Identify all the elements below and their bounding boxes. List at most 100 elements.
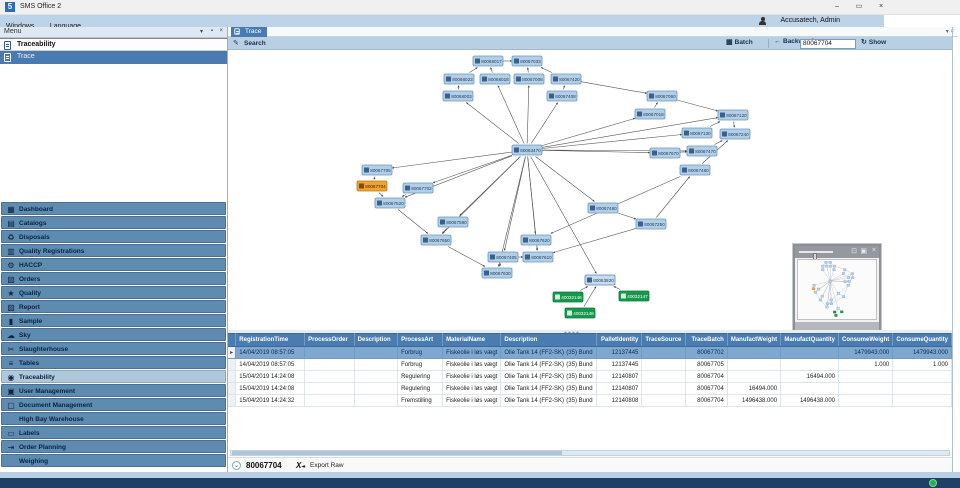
sidebar-item-traceability[interactable]: ◉Traceability [1, 370, 226, 383]
graph-node-80067008[interactable]: 80067008 [513, 73, 545, 85]
sidebar-item-high-bay-warehouse[interactable]: High Bay Warehouse [1, 412, 226, 425]
export-raw-button[interactable]: Export Raw [310, 462, 344, 469]
batch-button[interactable]: ▦Batch [726, 39, 753, 46]
graph-node-80067420[interactable]: 80067420 [550, 73, 582, 85]
graph-node-80067590[interactable]: 80067590 [437, 216, 469, 228]
scrollbar-thumb[interactable] [232, 451, 562, 455]
minimize-button[interactable]: – [835, 3, 839, 10]
row-selector[interactable] [228, 382, 237, 395]
backward-button[interactable]: ←Backward: [774, 38, 816, 49]
column-header-manufact_weight[interactable]: ManufactWeight [727, 333, 782, 347]
maximize-button[interactable]: ▭ [855, 3, 863, 10]
graph-node-80067033[interactable]: 80067033 [511, 55, 543, 67]
graph-node-80067250[interactable]: 80067250 [635, 218, 667, 230]
sidebar-item-report[interactable]: ▨Report [1, 300, 226, 313]
column-header-pallet_identity[interactable]: PalletIdentity [596, 333, 643, 347]
sidebar-item-sample[interactable]: ▮Sample [1, 314, 226, 327]
tree-item-trace[interactable]: Trace [0, 51, 227, 64]
column-header-manufact_quantity[interactable]: ManufactQuantity [780, 333, 840, 347]
column-header-process_art[interactable]: ProcessArt [397, 333, 444, 347]
panel-pin-icon[interactable]: ▪ [210, 28, 213, 34]
graph-node-40032147[interactable]: 40032147 [618, 290, 650, 302]
column-header-trace_batch[interactable]: TraceBatch [685, 333, 728, 347]
menu-windows[interactable]: Windows [0, 21, 39, 30]
graph-node-80067610[interactable]: 80067610 [522, 251, 554, 263]
graph-node-80067470[interactable]: 80067470 [686, 145, 718, 157]
column-header-description[interactable]: Description [354, 333, 399, 347]
row-selector[interactable]: ▸ [228, 346, 237, 359]
sidebar-item-sky[interactable]: ☁Sky [1, 328, 226, 341]
column-header-registration_time[interactable]: RegistrationTime [235, 333, 306, 347]
tab-trace[interactable]: Trace [231, 27, 268, 37]
graph-node-80067460[interactable]: 80067460 [587, 202, 619, 214]
graph-node-80067705[interactable]: 80067705 [361, 164, 393, 176]
minimap-zoom-slider[interactable] [799, 251, 833, 261]
graph-node-80067480[interactable]: 80067480 [679, 164, 711, 176]
panel-close-icon[interactable]: × [219, 28, 223, 34]
taskbar-app-icon[interactable] [929, 479, 937, 487]
show-button[interactable]: ↻Show [861, 39, 887, 46]
graph-node-80067060[interactable]: 80067060 [646, 90, 678, 102]
graph-node-80063820[interactable]: 80063820 [584, 274, 616, 286]
graph-node-80068018[interactable]: 80068018 [479, 73, 511, 85]
graph-node-80063470[interactable]: 80063470 [511, 144, 543, 156]
sidebar-item-disposals[interactable]: ♻Disposals [1, 230, 226, 243]
row-selector[interactable] [228, 394, 237, 407]
sidebar-item-dashboard[interactable]: ▦Dashboard [1, 202, 226, 215]
row-selector[interactable] [228, 358, 237, 371]
graph-node-80067620[interactable]: 80067620 [520, 234, 552, 246]
graph-node-80067130[interactable]: 80067130 [681, 127, 713, 139]
graph-node-80067405[interactable]: 80067405 [487, 251, 519, 263]
export-excel-icon[interactable]: X➜ [296, 460, 306, 470]
graph-node-80068003[interactable]: 80068003 [442, 90, 474, 102]
graph-node-80068023[interactable]: 80068023 [443, 73, 475, 85]
batch-number-input[interactable] [800, 38, 856, 49]
graph-node-80068017[interactable]: 80068017 [472, 55, 504, 67]
sidebar-item-weighing[interactable]: Weighing [1, 454, 226, 467]
graph-node-80067520[interactable]: 80067520 [374, 197, 406, 209]
column-header-consume_quantity[interactable]: ConsumeQuantity [892, 333, 952, 347]
close-button[interactable]: × [878, 3, 884, 10]
sidebar-item-catalogs[interactable]: ▤Catalogs [1, 216, 226, 229]
graph-node-80067630[interactable]: 80067630 [481, 267, 513, 279]
sidebar-item-slaughterhouse[interactable]: ✂Slaughterhouse [1, 342, 226, 355]
column-header-description2[interactable]: Description [500, 333, 597, 347]
graph-node-40032148[interactable]: 40032148 [564, 307, 596, 319]
sidebar-item-tables[interactable]: ≡Tables [1, 356, 226, 369]
graph-node-80067702[interactable]: 80067702 [402, 182, 434, 194]
tree-item-traceability[interactable]: Traceability [0, 38, 227, 51]
graph-node-40032146[interactable]: 40032146 [552, 291, 584, 303]
graph-node-80067120[interactable]: 80067120 [717, 109, 749, 121]
search-label[interactable]: Search [244, 40, 266, 47]
column-header-material_name[interactable]: MaterialName [442, 333, 502, 347]
graph-node-80067670[interactable]: 80067670 [649, 147, 681, 159]
sidebar-item-user-management[interactable]: ▣User Management [1, 384, 226, 397]
column-header-trace_source[interactable]: TraceSource [641, 333, 687, 347]
graph-node-80067018[interactable]: 80067018 [634, 108, 666, 120]
sidebar-item-quality[interactable]: ★Quality [1, 286, 226, 299]
sidebar-item-haccp[interactable]: ⚙HACCP [1, 258, 226, 271]
column-header-process_order[interactable]: ProcessOrder [304, 333, 355, 347]
user-account-label[interactable]: Accusatech, Admin [780, 17, 840, 24]
menu-language[interactable]: Language [44, 21, 86, 30]
sidebar-item-labels[interactable]: ▭Labels [1, 426, 226, 439]
minimap-close-icon[interactable]: × [871, 247, 876, 254]
sidebar-item-document-management[interactable]: ▢Document Management [1, 398, 226, 411]
panel-dropdown-icon[interactable]: ▾ [199, 29, 203, 35]
graph-node-80067704[interactable]: 80067704 [356, 180, 388, 192]
fit-icon[interactable]: ⊡ [851, 248, 857, 255]
horizontal-scrollbar[interactable] [230, 450, 950, 456]
graph-node-80067650[interactable]: 80067650 [420, 234, 452, 246]
minimap-window[interactable]: ⊡ ▣ × [793, 244, 881, 332]
graph-node-80067408[interactable]: 80067408 [546, 90, 578, 102]
center-icon[interactable]: ▣ [860, 248, 867, 255]
sidebar-item-order-planning[interactable]: ⇥Order Planning [1, 440, 226, 453]
expand-chevron-icon[interactable]: ⌄ [232, 460, 241, 470]
column-header-consume_weight[interactable]: ConsumeWeight [838, 333, 894, 347]
tab-dropdown-icon[interactable]: ▾ [945, 29, 949, 35]
